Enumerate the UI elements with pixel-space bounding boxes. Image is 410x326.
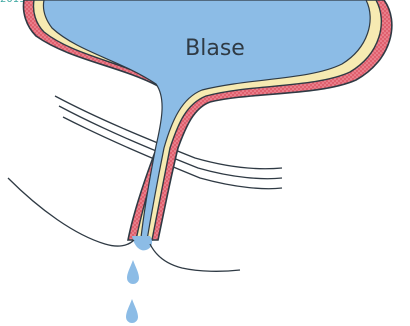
- bladder-label: Blase: [185, 36, 245, 61]
- perineal-curves: [8, 178, 240, 271]
- urine-drops: [126, 260, 139, 323]
- urine-outflow: [132, 236, 152, 250]
- urine-drop: [127, 260, 139, 284]
- urine-drop: [126, 299, 138, 323]
